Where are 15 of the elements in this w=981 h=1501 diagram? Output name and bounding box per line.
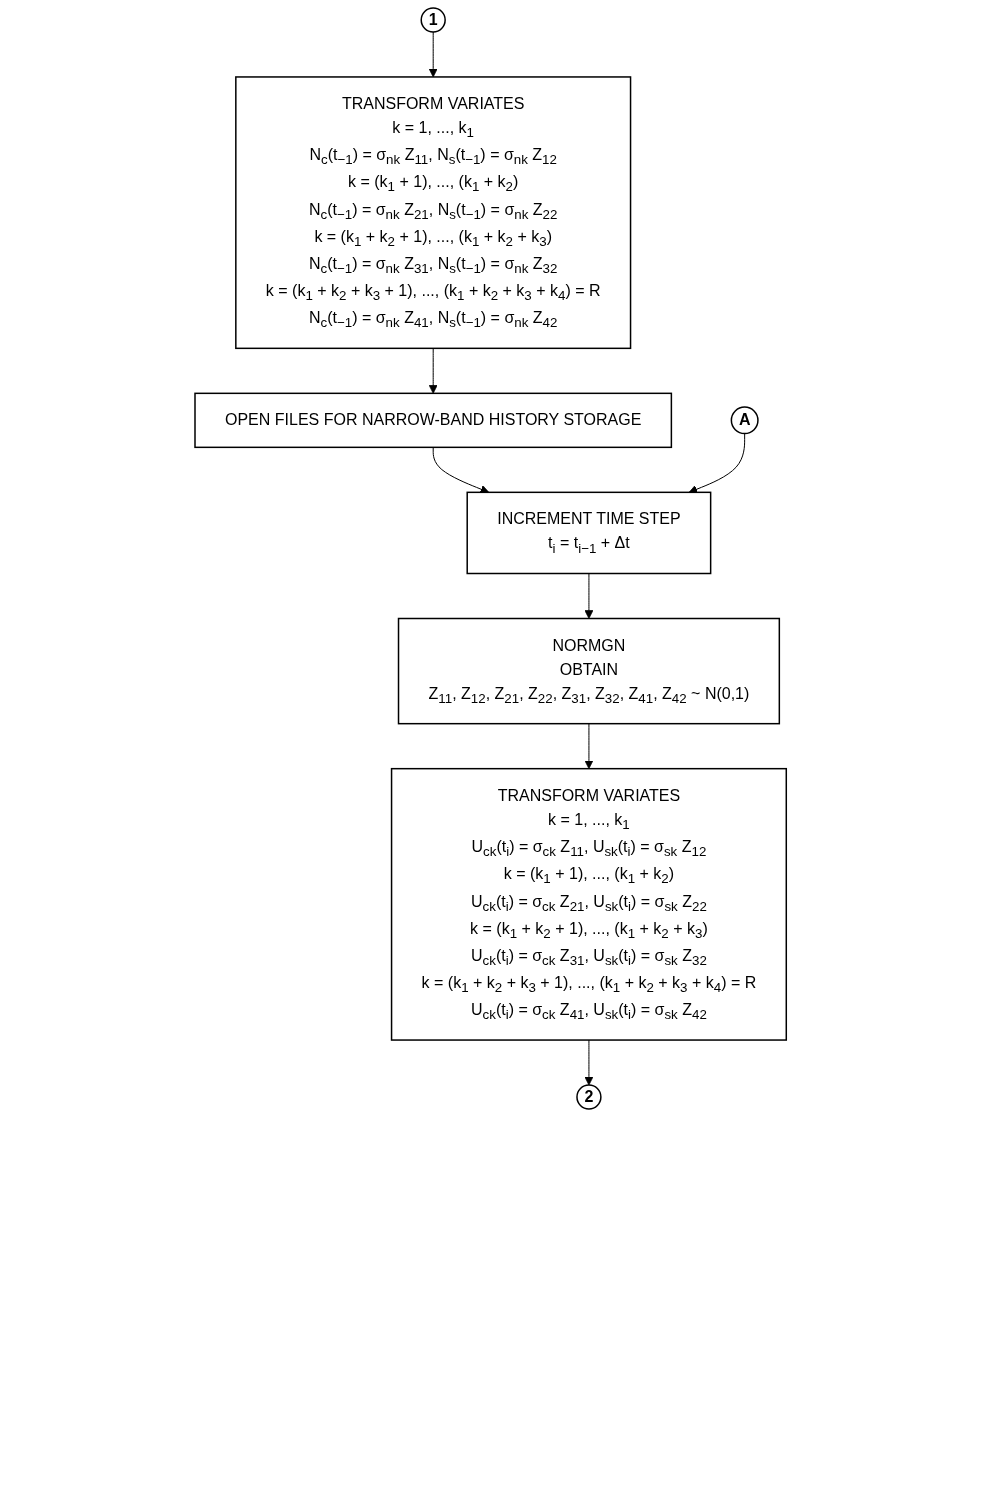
arrow	[428, 347, 438, 394]
node-box: INCREMENT TIME STEP t$_{i}$ = t$_{i−1}$ + Δt	[466, 491, 712, 575]
node-box: OPEN FILES FOR NARROW-BAND HISTORY STORAGE	[194, 392, 672, 449]
arrow	[428, 31, 438, 78]
node-circle: A	[730, 406, 759, 435]
arrow	[584, 723, 594, 770]
arrow	[688, 433, 745, 494]
node-box: NORMGN OBTAIN Z$_{11}$, Z$_{12}$, Z$_{21}$, Z$_{22}$, Z$_{31}$, Z$_{32}$, Z$_{41}$, Z$_{42}$ ~ N(0,1)	[397, 617, 780, 725]
arrow	[584, 573, 594, 619]
node-circle: 1	[420, 7, 446, 33]
arrow	[584, 1039, 594, 1086]
node-box: TRANSFORM VARIATES k = 1, ..., k$_{1}$ U$_{ck}$(t$_{i}$) = σ$_{ck}$ Z$_{11}$, U$_{sk}$(t$_{i}$) = σ$_{sk}$ Z$_{12}$ k = (k$_{1}$ + 1), ..., (k$_{1}$ + k$_{2}$) U$_{ck}$(t$_{i}$) = σ$_{ck}$ Z$_{21}$, U$_{sk}$(t$_{i}$) = σ$_{sk}$ Z$_{22}$ k = (k$_{1}$ + k$_{2}$ + 1), ..., (k$_{1}$ + k$_{2}$ + k$_{3}$) U$_{ck}$(t$_{i}$) = σ$_{ck}$ Z$_{31}$, U$_{sk}$(t$_{i}$) = σ$_{sk}$ Z$_{32}$ k = (k$_{1}$ + k$_{2}$ + k$_{3}$ + 1), ..., (k$_{1}$ + k$_{2}$ + k$_{3}$ + k$_{4}$) = R U$_{ck}$(t$_{i}$) = σ$_{ck}$ Z$_{41}$, U$_{sk}$(t$_{i}$) = σ$_{sk}$ Z$_{42}$	[390, 767, 787, 1041]
node-box: TRANSFORM VARIATES k = 1, ..., k$_{1}$ N$_{c}$(t$_{−1}$) = σ$_{nk}$ Z$_{11}$, N$_{s}$(t$_{−1}$) = σ$_{nk}$ Z$_{12}$ k = (k$_{1}$ + 1), ..., (k$_{1}$ + k$_{2}$) N$_{c}$(t$_{−1}$) = σ$_{nk}$ Z$_{21}$, N$_{s}$(t$_{−1}$) = σ$_{nk}$ Z$_{22}$ k = (k$_{1}$ + k$_{2}$ + 1), ..., (k$_{1}$ + k$_{2}$ + k$_{3}$) N$_{c}$(t$_{−1}$) = σ$_{nk}$ Z$_{31}$, N$_{s}$(t$_{−1}$) = σ$_{nk}$ Z$_{32}$ k = (k$_{1}$ + k$_{2}$ + k$_{3}$ + 1), ..., (k$_{1}$ + k$_{2}$ + k$_{3}$ + k$_{4}$) = R N$_{c}$(t$_{−1}$) = σ$_{nk}$ Z$_{41}$, N$_{s}$(t$_{−1}$) = σ$_{nk}$ Z$_{42}$	[234, 76, 632, 350]
arrow	[432, 446, 489, 494]
node-circle: 2	[576, 1084, 602, 1110]
